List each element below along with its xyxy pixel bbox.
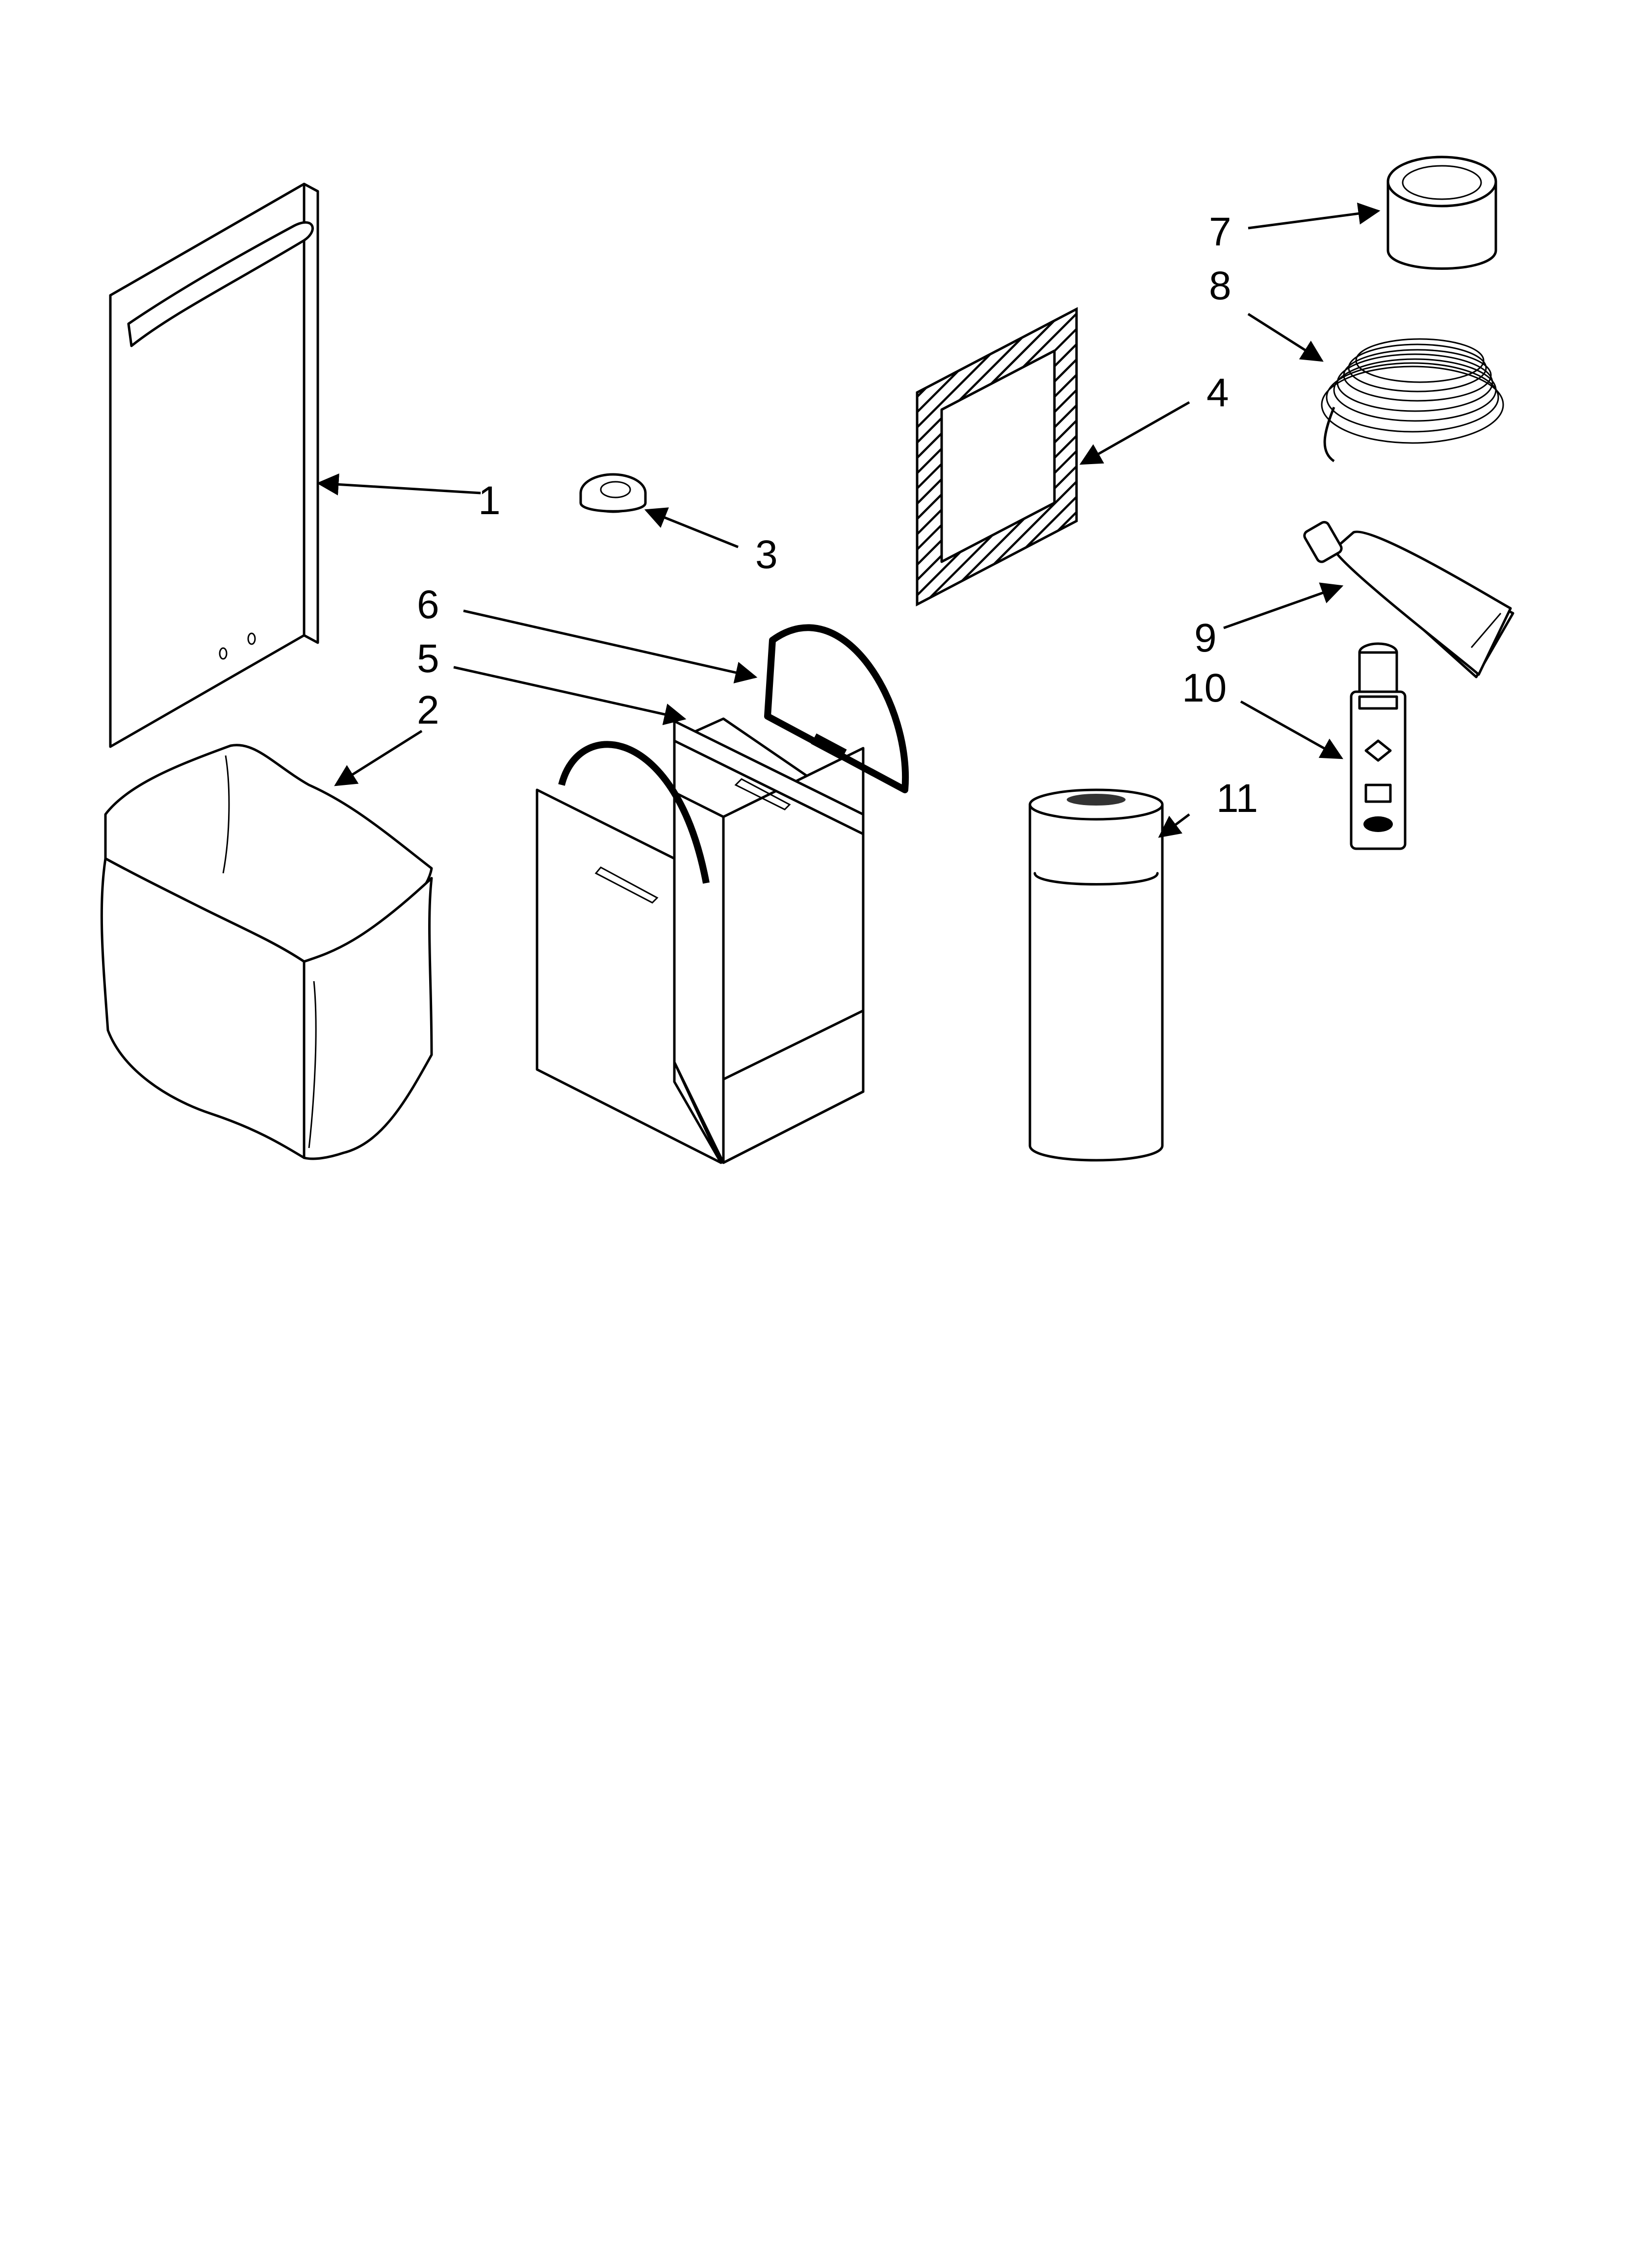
leader-7 bbox=[1248, 202, 1381, 230]
callout-1: 1 bbox=[478, 478, 501, 523]
part-1-door-panel bbox=[109, 182, 319, 748]
leader-9 bbox=[1223, 582, 1344, 629]
callout-9: 9 bbox=[1194, 616, 1217, 660]
part-10-touchup-bottle bbox=[1350, 642, 1407, 850]
part-8-tubing-coil bbox=[1321, 338, 1504, 463]
part-7-tape-roll bbox=[1386, 156, 1497, 270]
callout-3: 3 bbox=[755, 532, 778, 577]
leader-10 bbox=[1240, 700, 1343, 759]
part-9-paste-tube bbox=[1303, 521, 1514, 678]
leader-11 bbox=[1158, 813, 1190, 838]
leader-5 bbox=[453, 666, 687, 726]
leader-2 bbox=[334, 730, 423, 786]
callout-4: 4 bbox=[1206, 370, 1229, 415]
leader-8 bbox=[1247, 313, 1324, 362]
callout-10: 10 bbox=[1182, 666, 1227, 710]
callout-11: 11 bbox=[1216, 776, 1258, 821]
callout-6: 6 bbox=[417, 582, 439, 627]
leader-6 bbox=[463, 609, 758, 683]
part-3-knob bbox=[579, 473, 647, 513]
leader-1 bbox=[316, 473, 481, 495]
part-2-bag bbox=[100, 744, 433, 1160]
leader-3 bbox=[644, 507, 739, 548]
callout-7: 7 bbox=[1209, 209, 1232, 254]
part-11-spray-can bbox=[1028, 788, 1164, 1162]
part-5-bracket bbox=[536, 717, 865, 1164]
part-4-gasket-frame bbox=[916, 307, 1078, 607]
part-6-handle bbox=[558, 624, 909, 884]
leader-4 bbox=[1079, 401, 1190, 465]
callout-5: 5 bbox=[417, 636, 439, 681]
callout-8: 8 bbox=[1209, 263, 1232, 308]
callout-2: 2 bbox=[417, 688, 439, 732]
